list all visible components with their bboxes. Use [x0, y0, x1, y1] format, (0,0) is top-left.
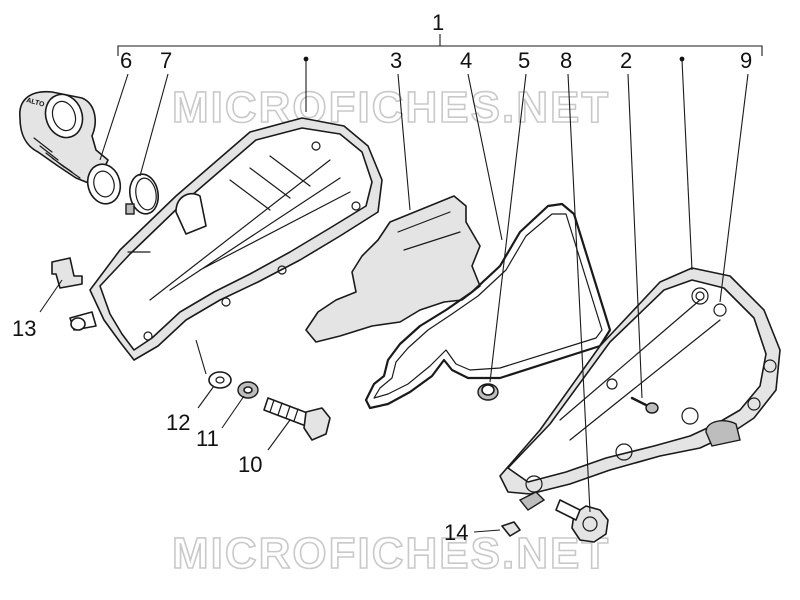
callout-8: 8	[560, 48, 572, 73]
assembly-bracket	[117, 34, 763, 112]
callout-13: 13	[12, 316, 36, 341]
mounting-bolt	[263, 397, 331, 441]
flat-washer	[208, 371, 232, 389]
grommet	[477, 383, 499, 401]
lock-washer	[237, 381, 259, 399]
callout-labels: 1 2 3 4 5 6 7 8 9 10 11 12 13 14	[12, 10, 752, 545]
callout-14: 14	[444, 520, 468, 545]
callout-3: 3	[390, 48, 402, 73]
watermark-bottom: MICROFICHES.NET	[172, 529, 610, 578]
callout-7: 7	[160, 48, 172, 73]
watermark-top: MICROFICHES.NET	[172, 83, 610, 132]
hose-clamp	[125, 173, 160, 215]
callout-9: 9	[740, 48, 752, 73]
retaining-clip	[51, 257, 83, 289]
leader-lines	[39, 59, 749, 533]
filter-element	[305, 195, 481, 343]
drain-cap	[501, 521, 521, 537]
callout-1: 1	[432, 10, 444, 35]
cover-screw	[630, 396, 659, 414]
callout-5: 5	[518, 48, 530, 73]
callout-2: 2	[620, 48, 632, 73]
air-box-housing	[69, 117, 383, 361]
drain-knob	[555, 499, 609, 543]
callout-6: 6	[120, 48, 132, 73]
callout-11: 11	[196, 426, 219, 451]
intake-duct: ALTO	[19, 91, 122, 205]
callout-12: 12	[166, 410, 190, 435]
duct-label: ALTO	[25, 97, 45, 109]
air-box-cover	[499, 267, 781, 511]
callout-10: 10	[238, 452, 262, 477]
callout-4: 4	[460, 48, 472, 73]
